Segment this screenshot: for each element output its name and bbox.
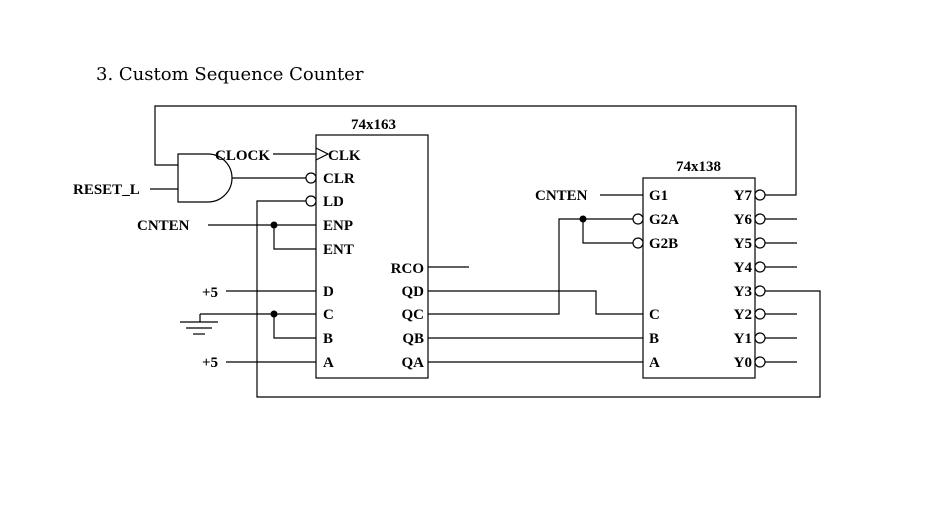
wire-cnten-ent <box>273 225 316 250</box>
y7-bubble <box>754 189 766 201</box>
wire-qc-to-g2a <box>428 218 633 315</box>
wire-qd-to-c <box>428 290 643 315</box>
pin-qa-label: QA <box>402 355 425 371</box>
pin-y4-label: Y4 <box>734 260 753 276</box>
pin-b-label: B <box>323 331 333 347</box>
chip-74x163-name: 74x163 <box>351 117 396 133</box>
pin-dec-b-label: B <box>649 331 659 347</box>
pin-qd-label: QD <box>402 284 425 300</box>
pin-y6-label: Y6 <box>734 212 753 228</box>
pin-y0-label: Y0 <box>734 355 752 371</box>
wire-ground-b <box>273 314 316 339</box>
plus5-label-d: +5 <box>202 285 218 301</box>
y1-bubble <box>754 332 766 344</box>
chip-74x163-body <box>315 134 429 379</box>
pin-qc-label: QC <box>402 307 425 323</box>
y6-bubble <box>754 213 766 225</box>
pin-qb-label: QB <box>402 331 424 347</box>
pin-g2b-label: G2B <box>649 236 678 252</box>
y3-bubble <box>754 285 766 297</box>
y2-bubble <box>754 308 766 320</box>
reset-label: RESET_L <box>73 182 140 198</box>
cnten-label-counter: CNTEN <box>137 218 190 234</box>
chip-74x138-body <box>642 177 756 379</box>
pin-ld-label: LD <box>323 194 344 210</box>
pin-y7-label: Y7 <box>734 188 753 204</box>
pin-y3-label: Y3 <box>734 284 752 300</box>
page-title: 3. Custom Sequence Counter <box>96 64 364 85</box>
pin-d-label: D <box>323 284 334 300</box>
pin-g2a-label: G2A <box>649 212 679 228</box>
pin-clk-label: CLK <box>328 148 361 164</box>
ld-inversion-bubble <box>305 195 317 207</box>
decoder-output-stubs <box>765 218 797 363</box>
pin-y1-label: Y1 <box>734 331 752 347</box>
pin-dec-c-label: C <box>649 307 660 323</box>
y0-bubble <box>754 356 766 368</box>
pin-c-label: C <box>323 307 334 323</box>
chip-74x138-name: 74x138 <box>676 159 721 175</box>
pin-y2-label: Y2 <box>734 307 752 323</box>
pin-a-label: A <box>323 355 334 371</box>
plus5-label-a: +5 <box>202 355 218 371</box>
g2a-inversion-bubble <box>632 213 644 225</box>
pin-rco-label: RCO <box>391 261 424 277</box>
pin-enp-label: ENP <box>323 218 353 234</box>
wire-y3-to-ld <box>256 200 821 398</box>
y5-bubble <box>754 237 766 249</box>
y4-bubble <box>754 261 766 273</box>
pin-g1-label: G1 <box>649 188 668 204</box>
pin-clr-label: CLR <box>323 171 355 187</box>
cnten-label-decoder: CNTEN <box>535 188 588 204</box>
g2b-inversion-bubble <box>632 237 644 249</box>
clock-edge-marker <box>315 147 330 161</box>
clock-label: CLOCK <box>215 148 270 164</box>
pin-ent-label: ENT <box>323 242 354 258</box>
wire-y7-feedback <box>154 105 797 196</box>
and-gate <box>177 153 233 203</box>
wire-qc-to-g2b <box>582 219 633 244</box>
pin-y5-label: Y5 <box>734 236 752 252</box>
decoder-output-bubbles <box>754 189 766 368</box>
ground-icon <box>180 321 218 335</box>
pin-dec-a-label: A <box>649 355 660 371</box>
clr-inversion-bubble <box>305 172 317 184</box>
